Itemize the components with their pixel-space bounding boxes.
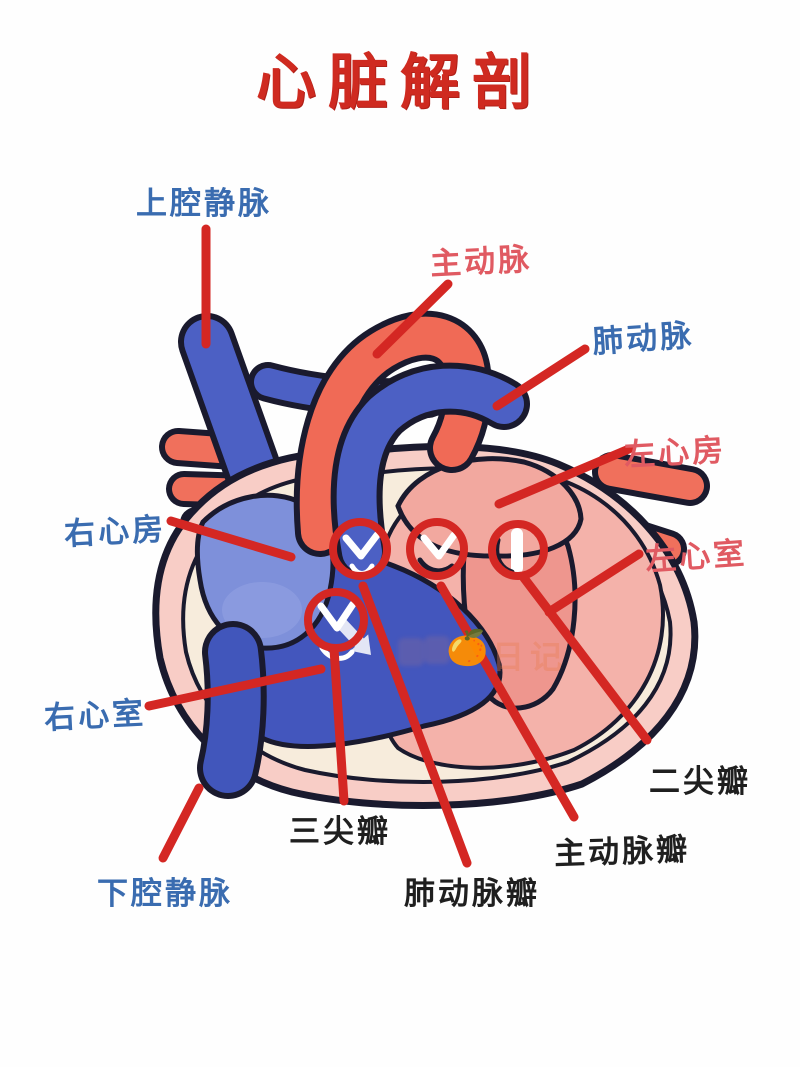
- label-tricuspid-valve: 三尖瓣: [289, 814, 391, 849]
- aortic-valve-circle: [406, 518, 468, 580]
- watermark-orange-icon: 🍊: [446, 629, 489, 667]
- label-pulmonary-artery: 肺动脉: [591, 317, 696, 360]
- right-atrium-line: [166, 516, 296, 562]
- pulmonary-valve-leaflet: [342, 531, 381, 560]
- pulmonary-artery-line: [492, 344, 590, 411]
- pulmonary-valve-circle: [329, 518, 391, 580]
- page-title: 心脏解剖: [256, 49, 544, 116]
- label-left-atrium: 左心房: [623, 432, 728, 473]
- right-ventricle-line: [144, 664, 326, 711]
- label-pulmonary-valve: 肺动脉瓣: [404, 876, 540, 911]
- label-superior-vena-cava: 上腔静脉: [136, 186, 272, 221]
- leader-lines: [144, 224, 652, 868]
- aortic-valve-leaflet: [420, 531, 458, 560]
- tricuspid-valve-leaflet: [317, 600, 357, 632]
- valve-leaflets: [317, 528, 523, 661]
- inferior-vena-cava-vessel: [197, 621, 267, 799]
- label-aortic-valve: 主动脉瓣: [553, 831, 691, 872]
- label-inferior-vena-cava: 下腔静脉: [97, 876, 233, 911]
- pulmonary-valve-line: [358, 581, 472, 868]
- label-left-ventricle: 左心室: [644, 535, 749, 578]
- label-aorta: 主动脉: [429, 241, 534, 282]
- aortic-valve-hook: [417, 557, 455, 574]
- left-ventricle-line: [544, 549, 644, 617]
- watermark-faded-glyph: [424, 636, 450, 664]
- left-atrium-line: [494, 444, 634, 509]
- tricuspid-valve-line: [329, 644, 349, 806]
- label-right-ventricle: 右心室: [43, 695, 148, 736]
- label-mitral-valve: 二尖瓣: [649, 764, 751, 799]
- mitral-valve-line: [519, 573, 652, 745]
- watermark-text: 日记: [492, 639, 569, 675]
- mitral-valve-circle: [488, 520, 548, 580]
- label-right-atrium: 右心房: [63, 511, 168, 552]
- aorta-line: [372, 279, 453, 359]
- inferior-vena-cava-line: [158, 783, 204, 863]
- pulmonary-artery-vessel: [330, 362, 530, 578]
- watermark-faded-glyph: [398, 638, 424, 666]
- aortic-valve-line: [436, 581, 579, 822]
